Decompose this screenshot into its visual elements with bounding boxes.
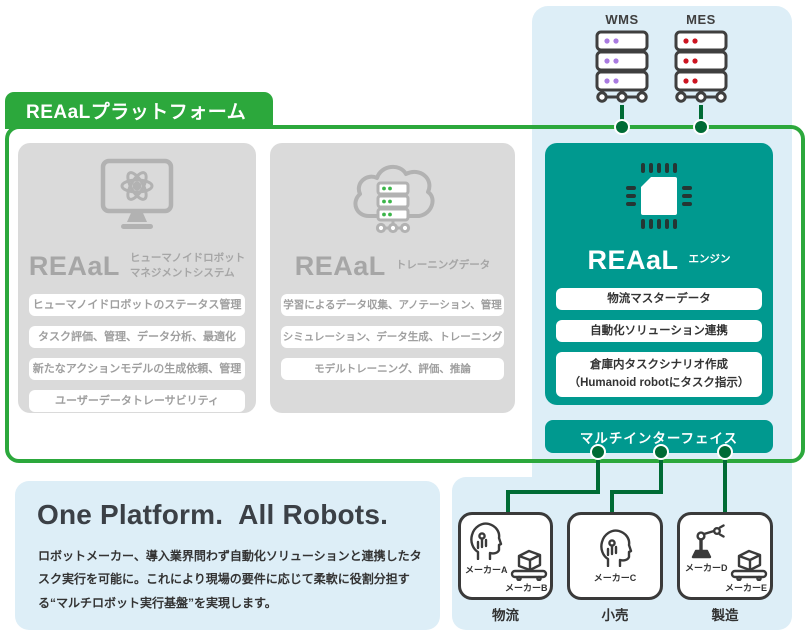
industry-box-manufacturing: メーカーD メーカーE: [677, 512, 773, 600]
connector-line: [723, 452, 727, 514]
platform-banner-label: REAaLプラットフォーム: [26, 102, 247, 123]
platform-box-border: [5, 125, 805, 463]
management-panel: REAaL ヒューマノイドロボット マネジメントシステム ヒューマノイドロボット…: [18, 143, 256, 413]
maker-label: メーカーA: [465, 565, 508, 575]
panel-item: 倉庫内タスクシナリオ作成 （Humanoid robotにタスク指示）: [556, 352, 762, 397]
amr-robot-icon: [509, 545, 549, 586]
maker-label: メーカーD: [685, 563, 728, 573]
multi-interface-bar: マルチインターフェイス: [545, 420, 773, 453]
connector-line: [506, 490, 510, 514]
robot-arm-icon: [687, 523, 725, 564]
connector-dot: [590, 444, 606, 460]
tagline-heading: One Platform. All Robots.: [37, 499, 389, 530]
connector-dot: [717, 444, 733, 460]
panel-item: 学習によるデータ収集、アノテーション、管理: [281, 294, 504, 316]
platform-banner: REAaLプラットフォーム: [5, 92, 273, 129]
maker-label: メーカーC: [593, 573, 637, 583]
engine-panel: REAaL エンジン 物流マスターデータ 自動化ソリューション連携 倉庫内タスク…: [545, 143, 773, 405]
maker-label: メーカーB: [505, 583, 548, 593]
connector-line: [610, 490, 663, 494]
amr-robot-icon: [729, 545, 769, 586]
connector-line: [659, 452, 663, 494]
panel-item: シミュレーション、データ生成、トレーニング: [281, 326, 504, 348]
panel-item: 新たなアクションモデルの生成依頼、管理: [29, 358, 245, 380]
connector-dot: [614, 119, 630, 135]
panel-item: モデルトレーニング、評価、推論: [281, 358, 504, 380]
humanoid-head-icon: [469, 520, 503, 565]
panel-item: 物流マスターデータ: [556, 288, 762, 310]
server-stack-icon: [595, 30, 649, 110]
connector-dot: [693, 119, 709, 135]
panel-item: ヒューマノイドロボットのステータス管理: [29, 294, 245, 316]
cloud-server-icon: [270, 153, 515, 245]
server-stack-icon: [674, 30, 728, 110]
humanoid-head-icon: [599, 527, 633, 572]
multi-interface-label: マルチインターフェイス: [579, 430, 739, 446]
wms-system: WMS: [594, 12, 650, 111]
engine-brand: REAaL: [587, 244, 679, 275]
connector-line: [620, 105, 624, 127]
maker-label: メーカーE: [725, 583, 768, 593]
chip-icon: [545, 153, 773, 239]
background-panel-bottom-left: [15, 481, 440, 630]
connector-line: [610, 490, 614, 514]
engine-subtitle: エンジン: [688, 253, 731, 266]
connector-line: [506, 490, 600, 494]
connector-dot: [653, 444, 669, 460]
mes-system: MES: [673, 12, 729, 111]
monitor-atom-icon: [18, 153, 256, 245]
connector-line: [596, 452, 600, 494]
wms-label: WMS: [605, 12, 639, 27]
industry-label-logistics: 物流: [492, 608, 519, 623]
panel-item: ユーザーデータトレーサビリティ: [29, 390, 245, 412]
industry-box-retail: メーカーC: [567, 512, 663, 600]
industry-box-logistics: メーカーA メーカーB: [458, 512, 553, 600]
panel-item: 自動化ソリューション連携: [556, 320, 762, 342]
management-subtitle: ヒューマノイドロボット マネジメントシステム: [129, 251, 246, 279]
training-brand: REAaL: [294, 250, 386, 281]
connector-line: [699, 105, 703, 127]
training-subtitle: トレーニングデータ: [395, 259, 491, 272]
industry-label-manufacturing: 製造: [711, 608, 739, 623]
panel-item: タスク評価、管理、データ分析、最適化: [29, 326, 245, 348]
training-panel: REAaL トレーニングデータ 学習によるデータ収集、アノテーション、管理 シミ…: [270, 143, 515, 413]
tagline-body: ロボットメーカー、導入業界問わず自動化ソリューションと連携したタスク実行を可能に…: [38, 549, 422, 610]
management-brand: REAaL: [28, 250, 120, 281]
mes-label: MES: [686, 12, 716, 27]
industry-label-retail: 小売: [601, 608, 629, 623]
